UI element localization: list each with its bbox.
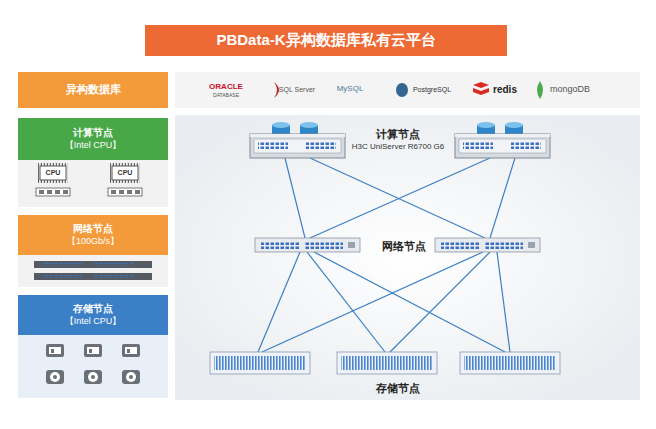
cpu-chip — [110, 163, 140, 183]
redis-icon — [473, 82, 489, 95]
node-heading: 计算节点 — [73, 127, 113, 140]
device-label: 计算节点 — [376, 128, 420, 140]
logo-text: mongoDB — [550, 85, 590, 95]
wire — [314, 252, 505, 352]
logo-text: DATABASE — [213, 93, 239, 99]
cpu-chip — [38, 163, 68, 183]
storage-array — [460, 352, 560, 374]
network-switch — [435, 238, 540, 252]
database-band — [175, 72, 640, 108]
wire — [285, 158, 305, 238]
storage-header: 存储节点【Intel CPU】 — [18, 295, 168, 335]
logo-text: MySQL — [337, 85, 364, 94]
node-subtitle: 【Intel CPU】 — [65, 316, 122, 327]
wire — [262, 252, 483, 352]
network-panel — [18, 255, 168, 287]
title-banner: PBData-K异构数据库私有云平台 — [145, 25, 507, 56]
node-heading: 存储节点 — [73, 303, 113, 316]
wire — [310, 158, 490, 238]
postgres-icon — [396, 83, 408, 97]
network-switch — [255, 238, 360, 252]
database-header: 异构数据库 — [18, 72, 168, 108]
drive-icon — [84, 344, 102, 357]
switch-icon — [34, 273, 152, 280]
node-subtitle: 【Intel CPU】 — [65, 140, 122, 151]
compute-panel — [18, 160, 168, 207]
disk-icon — [84, 370, 102, 384]
device-label: 存储节点 — [376, 382, 420, 394]
compute-header: 计算节点【Intel CPU】 — [18, 118, 168, 160]
mongodb-icon — [537, 81, 543, 99]
compute-server — [455, 134, 550, 158]
wiring — [258, 158, 515, 352]
disk-icon — [122, 370, 140, 384]
title-text: PBData-K异构数据库私有云平台 — [216, 31, 435, 50]
drive-icon — [122, 344, 140, 357]
logo-text: SQL Server — [279, 86, 315, 94]
logo-text: redis — [493, 84, 517, 95]
storage-panel — [18, 335, 168, 398]
wire — [490, 158, 515, 238]
main-panel — [175, 115, 640, 400]
chip-label: CPU — [118, 169, 133, 177]
sqlserver-icon — [274, 82, 279, 98]
storage-array — [210, 352, 310, 374]
device-model: H3C UniServer R6700 G6 — [352, 143, 444, 152]
compute-server — [250, 134, 345, 158]
drive-icon — [46, 344, 64, 357]
memory-stick — [108, 188, 142, 196]
node-heading: 网络节点 — [73, 223, 113, 236]
network-header: 网络节点【100Gb/s】 — [18, 215, 168, 255]
logo-text: PostgreSQL — [413, 86, 451, 94]
chip-label: CPU — [46, 169, 61, 177]
wire — [497, 252, 510, 352]
wire — [390, 252, 490, 352]
memory-stick — [36, 188, 70, 196]
disk-icon — [46, 370, 64, 384]
node-heading: 异构数据库 — [66, 83, 121, 97]
logo-text: ORACLE — [209, 83, 243, 92]
node-subtitle: 【100Gb/s】 — [67, 236, 119, 247]
switch-icon — [34, 261, 152, 268]
device-label: 网络节点 — [382, 240, 426, 252]
storage-array — [337, 352, 437, 374]
